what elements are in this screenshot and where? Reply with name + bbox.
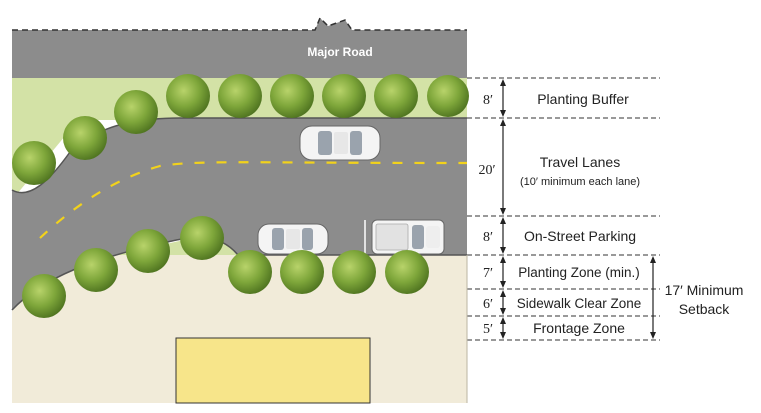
label-on-street-parking: On-Street Parking	[524, 228, 636, 244]
tree	[63, 116, 107, 160]
dimension-frontage-zone: 5′	[483, 322, 493, 337]
label-travel-lanes: Travel Lanes	[540, 154, 620, 170]
tree	[385, 250, 429, 294]
tree	[280, 250, 324, 294]
travel-road	[12, 118, 467, 310]
label-planting-zone: Planting Zone (min.)	[518, 265, 640, 280]
sublabel-travel-lanes: (10′ minimum each lane)	[520, 176, 640, 188]
truck-parked	[371, 219, 445, 255]
setback-label-line2: Setback	[679, 301, 731, 317]
major-road-label: Major Road	[307, 45, 372, 59]
dimension-sidewalk-clear-zone: 6′	[483, 297, 493, 312]
car-parked	[257, 223, 329, 255]
tree	[12, 141, 56, 185]
setback-label-line1: 17′ Minimum	[665, 282, 744, 298]
major-road-edge	[12, 16, 467, 31]
tree	[322, 74, 366, 118]
label-planting-buffer: Planting Buffer	[537, 91, 629, 107]
tree	[74, 248, 118, 292]
tree	[126, 229, 170, 273]
dimension-planting-buffer: 8′	[483, 93, 493, 108]
center-lane-marking	[39, 161, 468, 239]
tree	[228, 250, 272, 294]
building	[175, 337, 371, 404]
tree	[374, 74, 418, 118]
dimension-on-street-parking: 8′	[483, 230, 493, 245]
tree	[180, 216, 224, 260]
dimension-arrows	[500, 79, 656, 339]
tree	[218, 74, 262, 118]
label-frontage-zone: Frontage Zone	[533, 320, 625, 336]
label-sidewalk-clear-zone: Sidewalk Clear Zone	[517, 296, 642, 311]
tree	[114, 90, 158, 134]
car-travel-lane	[299, 125, 381, 161]
tree	[270, 74, 314, 118]
planting-strip	[12, 238, 238, 300]
tree	[427, 75, 469, 117]
major-road	[12, 18, 467, 78]
dimension-planting-zone: 7′	[483, 266, 493, 281]
tree	[166, 74, 210, 118]
tree	[22, 274, 66, 318]
dimension-travel-lanes: 20′	[478, 163, 495, 178]
zone-divider-lines	[467, 77, 660, 341]
tree	[332, 250, 376, 294]
